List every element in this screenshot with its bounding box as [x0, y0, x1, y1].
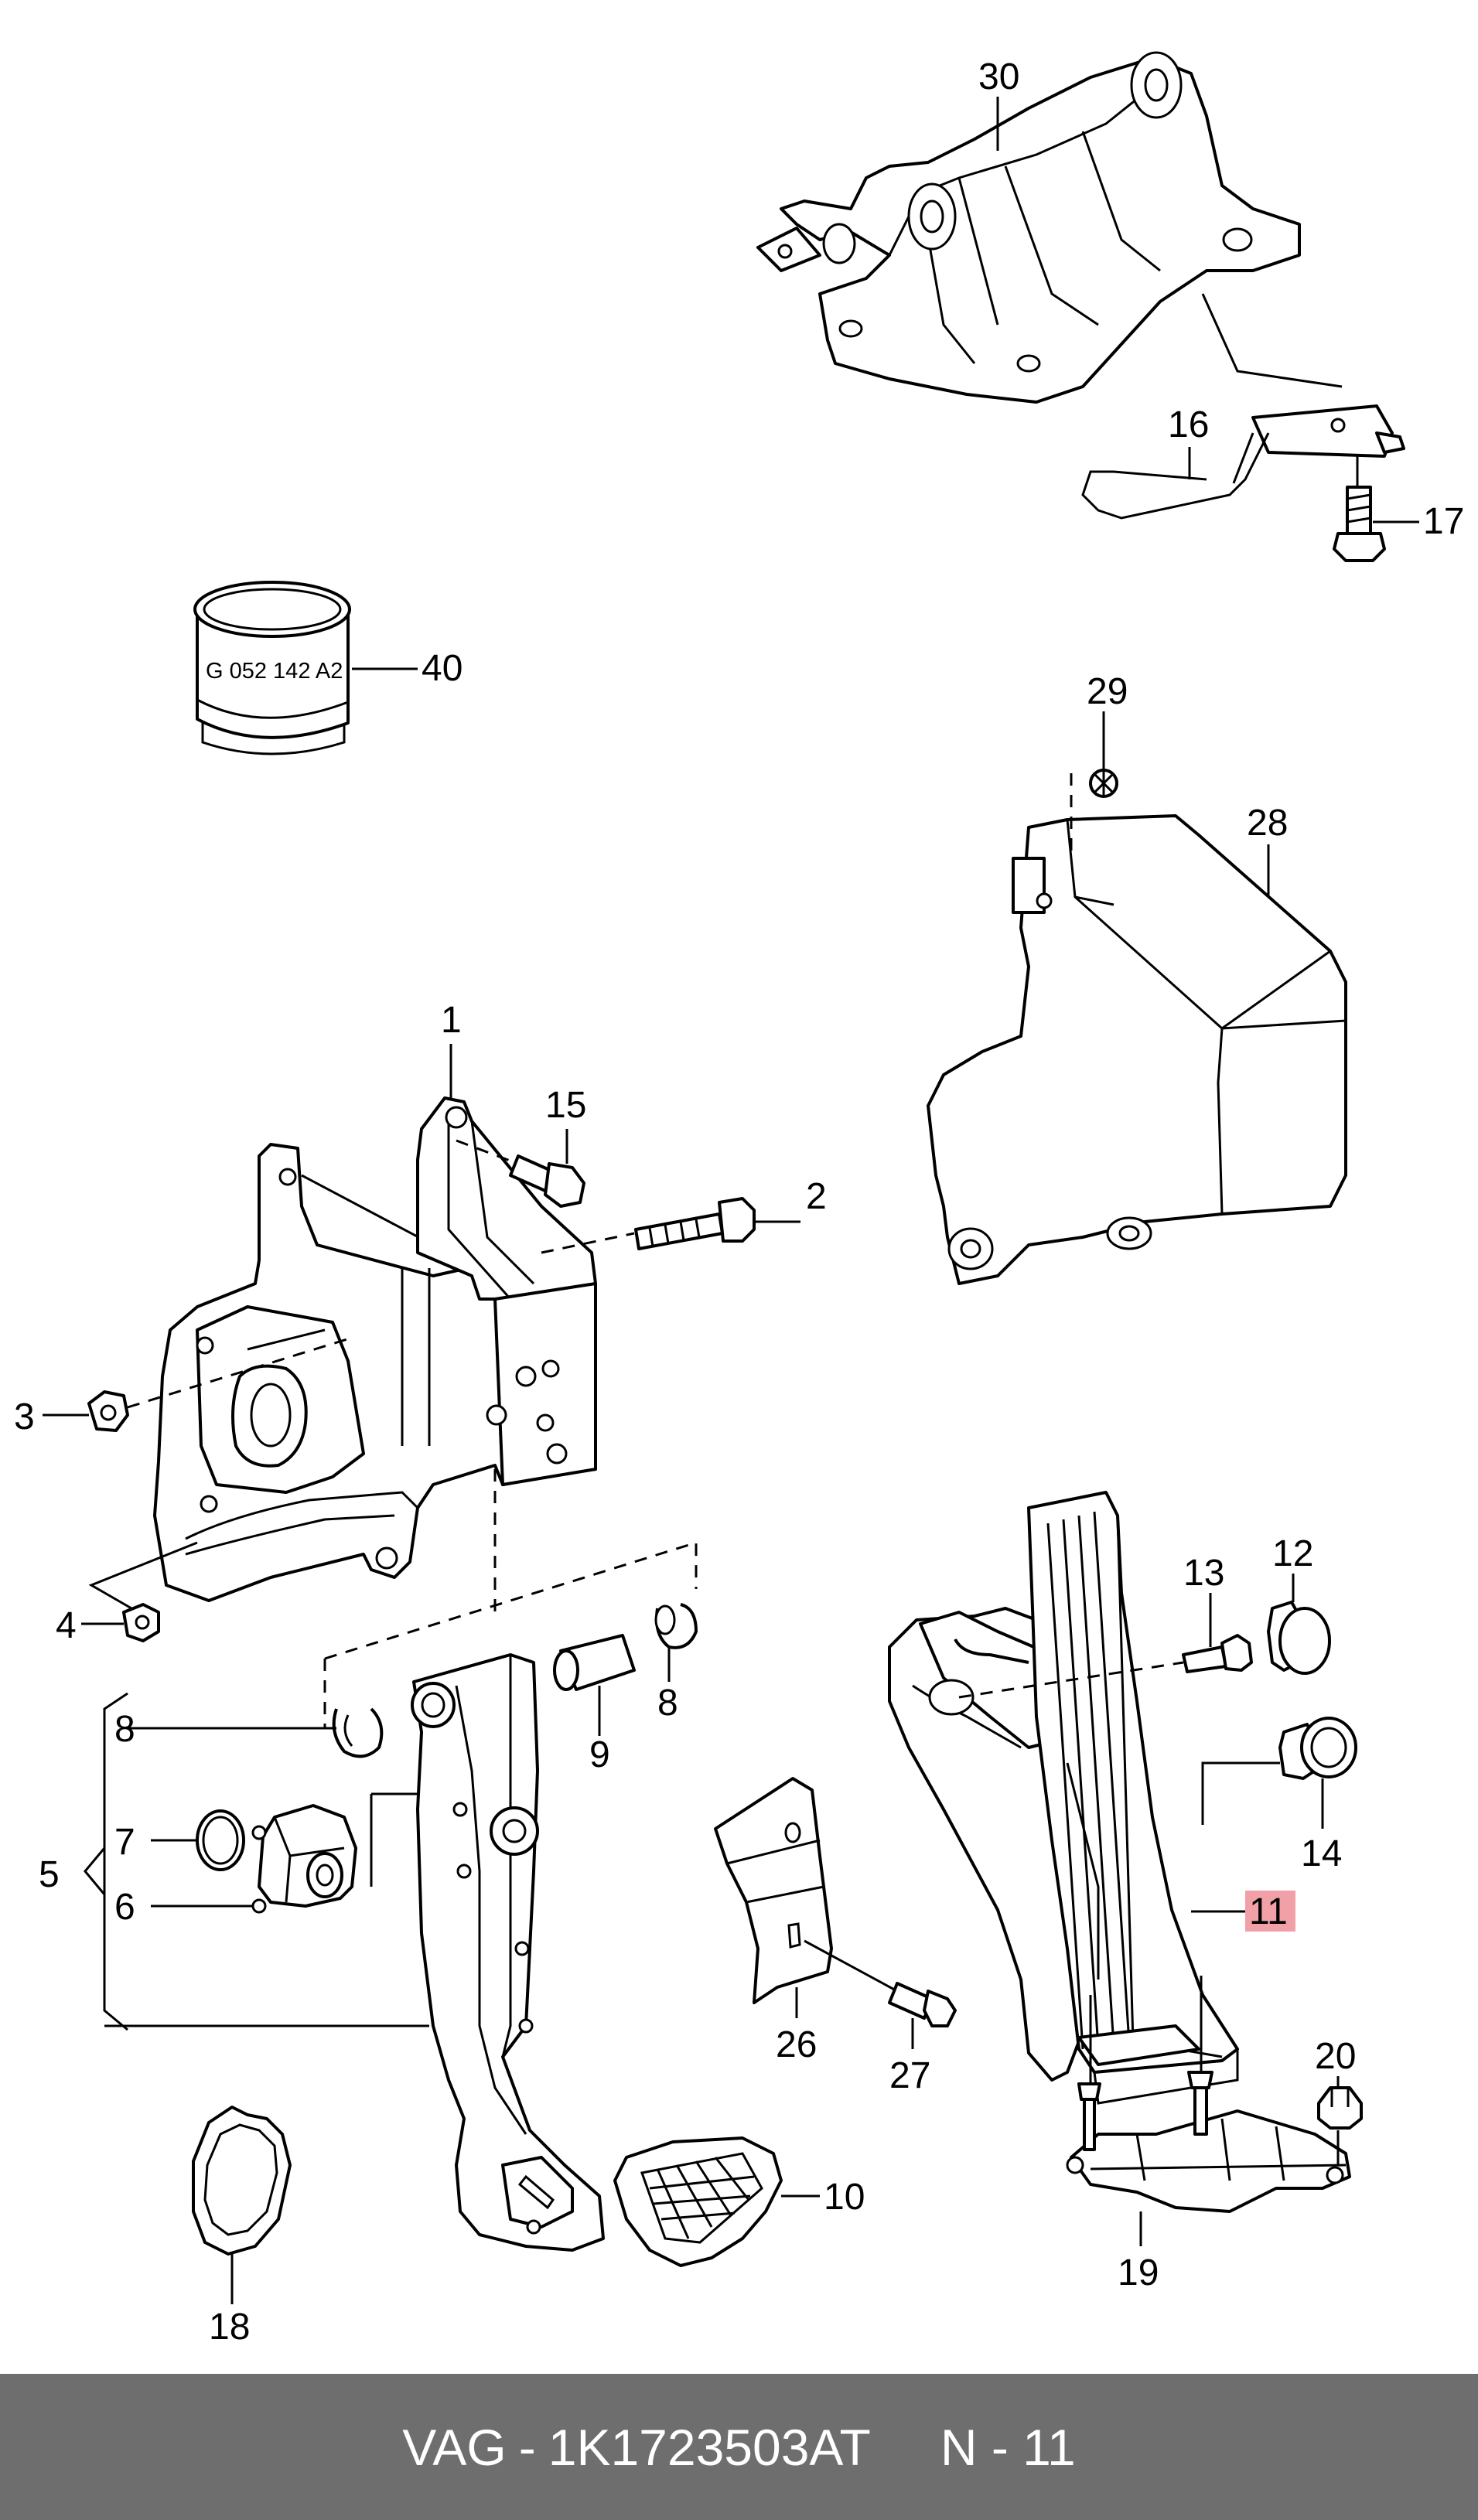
part-20-nut — [1317, 2076, 1363, 2165]
highlight-box-part-11 — [1245, 1891, 1295, 1932]
footer-page-ref: N - 11 — [940, 2418, 1076, 2476]
label-part-4: 4 — [56, 1605, 77, 1646]
part-8-clip-left — [128, 1707, 384, 1758]
part-40-grease-container — [193, 581, 351, 755]
part-26-bracket — [714, 1777, 833, 2018]
label-part-28: 28 — [1247, 803, 1288, 844]
label-part-7: 7 — [114, 1822, 135, 1863]
label-part-19: 19 — [1118, 2252, 1159, 2293]
part-14-cap — [1201, 1717, 1357, 1829]
exploded-parts-diagram: G 052 142 A2 — [14, 51, 1464, 2348]
label-part-8-left: 8 — [114, 1709, 135, 1750]
label-part-29: 29 — [1087, 671, 1128, 712]
part-13-screw — [958, 1593, 1253, 1699]
label-part-16: 16 — [1168, 404, 1209, 445]
label-part-17: 17 — [1423, 501, 1464, 542]
footer-brand: VAG — [402, 2418, 507, 2476]
part-27-screw — [804, 1939, 957, 2049]
part-18-seal — [192, 2106, 292, 2304]
label-part-20: 20 — [1315, 2036, 1356, 2077]
label-part-14: 14 — [1301, 1833, 1342, 1874]
label-part-27: 27 — [889, 2055, 930, 2096]
part-1-pedal-bracket — [153, 1096, 597, 1602]
part-19-base-plate — [1066, 1976, 1351, 2246]
label-part-13: 13 — [1183, 1553, 1224, 1594]
label-part-9: 9 — [589, 1734, 610, 1775]
part-6-switch — [151, 1804, 357, 1914]
label-part-2: 2 — [806, 1176, 827, 1217]
grease-label: G 052 142 A2 — [206, 659, 343, 684]
label-part-30: 30 — [978, 56, 1019, 97]
label-part-10: 10 — [824, 2177, 865, 2218]
label-part-3: 3 — [14, 1396, 35, 1437]
part-16-bracket-rod — [1081, 293, 1405, 520]
part-7-gasket — [151, 1809, 245, 1871]
footer-separator: - — [518, 2418, 536, 2476]
label-part-15: 15 — [545, 1085, 586, 1126]
part-9-bushing — [553, 1634, 636, 1736]
footer-part-number: 1K1723503AT — [548, 2418, 871, 2476]
label-part-1: 1 — [441, 1000, 462, 1041]
label-part-26: 26 — [776, 2024, 817, 2065]
part-17-screw — [1333, 456, 1386, 562]
label-part-11: 11 — [1249, 1891, 1288, 1932]
label-part-18: 18 — [209, 2307, 250, 2348]
assembly-line-pedal — [323, 1469, 698, 1728]
part-12-cap — [1267, 1574, 1331, 1675]
label-part-6: 6 — [114, 1887, 135, 1928]
label-part-40: 40 — [422, 648, 463, 689]
part-10-pedal-pad — [613, 2136, 820, 2267]
part-30-bracket — [756, 51, 1301, 404]
part-3-nut — [43, 1336, 353, 1432]
part-28-cover — [927, 814, 1347, 1285]
part-29-clip — [1070, 711, 1118, 858]
part-5-pedal-group — [84, 1653, 605, 2252]
part-15-bolt — [456, 1129, 585, 1208]
label-part-5: 5 — [39, 1854, 60, 1895]
label-part-8-right: 8 — [657, 1683, 678, 1724]
footer-bar: VAG - 1K1723503AT N - 11 — [0, 2374, 1478, 2520]
part-8-clip-right — [654, 1603, 698, 1682]
part-2-bolt — [541, 1197, 800, 1254]
part-4-nut — [81, 1541, 198, 1642]
label-part-12: 12 — [1272, 1533, 1313, 1574]
